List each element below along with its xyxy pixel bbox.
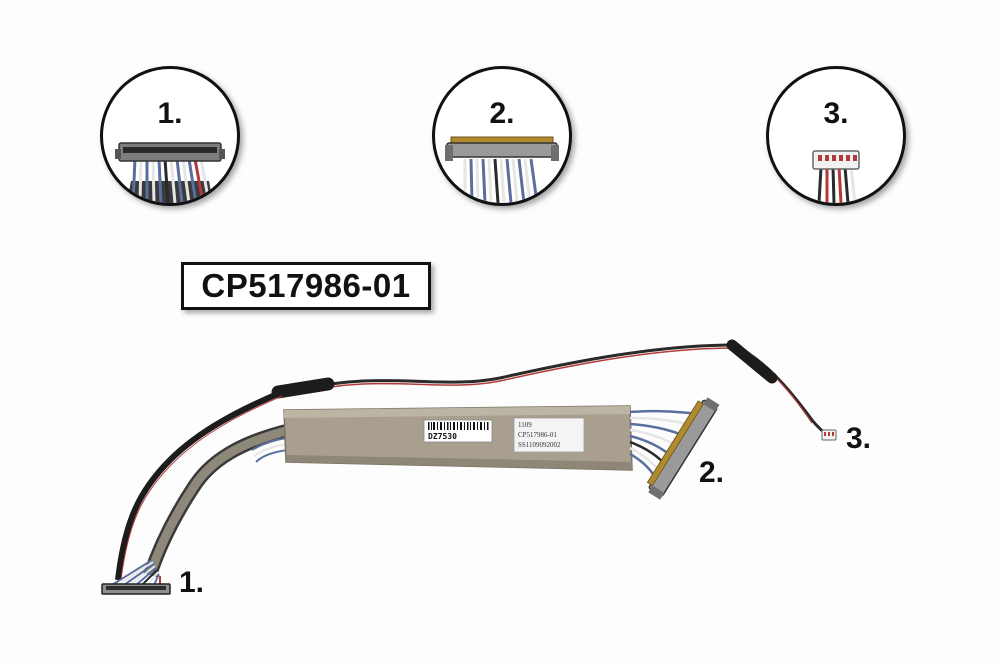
wire-sleeve: [726, 339, 778, 384]
lvds-bundle: [143, 423, 292, 578]
connector-1-inset: 1.: [100, 66, 240, 206]
connector-1: [101, 583, 171, 595]
connector-1-closeup: [115, 142, 225, 203]
connector-3-closeup: [812, 150, 860, 203]
black-cable: [115, 389, 284, 581]
sticker-line-3: SS1109092002: [518, 441, 561, 449]
signal-wire: [299, 343, 736, 392]
sticker-line-2: CP517986-01: [518, 431, 557, 439]
callout-connector-2: 2.: [699, 456, 725, 489]
connector-3-inset: 3.: [766, 66, 906, 206]
sticker-line-1: 1109: [518, 421, 532, 429]
barcode-sticker: DZ7530: [423, 419, 493, 443]
info-sticker: 1109 CP517986-01 SS1109092002: [513, 417, 585, 453]
connector-3: [821, 429, 837, 441]
barcode-text: DZ7530: [428, 432, 457, 441]
callout-connector-1: 1.: [179, 566, 205, 599]
callout-connector-3: 3.: [846, 422, 872, 455]
connector-2: [646, 397, 720, 500]
part-number-label: CP517986-01: [181, 262, 431, 310]
inset-label: 1.: [157, 97, 183, 130]
inset-label: 3.: [823, 97, 849, 130]
wire-sleeve: [271, 377, 335, 399]
connector-2-closeup: [445, 136, 559, 203]
inset-label: 2.: [489, 97, 515, 130]
part-number-text: CP517986-01: [201, 267, 411, 304]
connector-2-inset: 2.: [432, 66, 572, 206]
